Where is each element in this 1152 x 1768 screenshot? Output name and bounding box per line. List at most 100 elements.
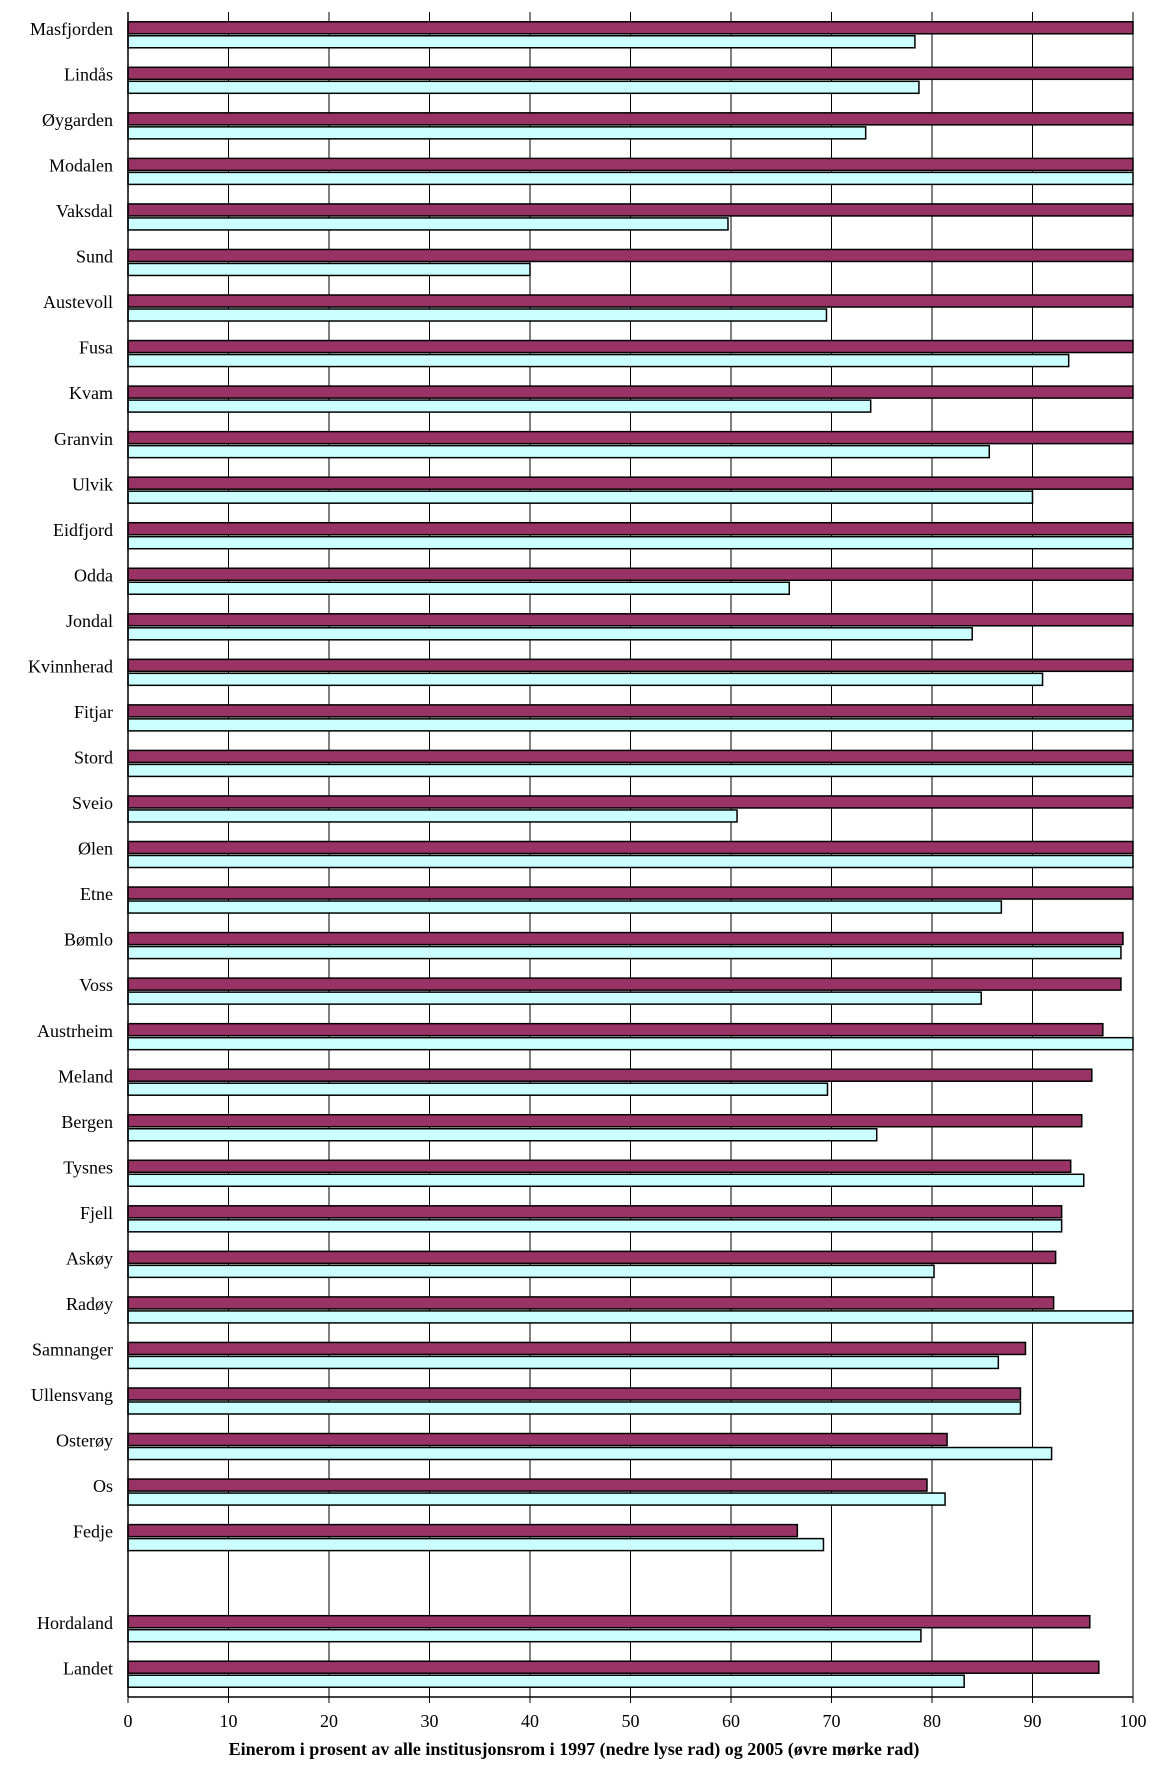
category-label: Austevoll: [43, 292, 113, 312]
x-tick-label: 40: [521, 1711, 539, 1731]
bar-1997: [127, 1674, 965, 1688]
bar-1997: [127, 945, 1122, 960]
category-label: Eidfjord: [53, 520, 113, 540]
bar-2005: [127, 1478, 928, 1492]
category-label: Ulvik: [72, 474, 113, 494]
x-tick-label: 50: [622, 1711, 640, 1731]
x-tick-label: 10: [220, 1711, 238, 1731]
bar-1997: [127, 1264, 935, 1279]
bar-2005: [127, 613, 1134, 627]
bar-1997: [127, 126, 867, 140]
bar-1997: [127, 399, 872, 413]
bar-1997: [127, 1492, 946, 1506]
bar-2005: [127, 112, 1134, 126]
bar-2005: [127, 521, 1134, 536]
bar-1997: [127, 1628, 922, 1643]
bar-1997: [127, 763, 1134, 778]
grid-lines: [228, 12, 1134, 1697]
bar-1997: [127, 627, 973, 641]
bar-1997: [127, 1401, 1022, 1415]
category-label: Voss: [79, 975, 113, 995]
bar-2005: [127, 1614, 1091, 1629]
category-label: Fusa: [79, 338, 113, 358]
category-label: Fitjar: [74, 702, 113, 722]
category-label: Modalen: [49, 156, 113, 176]
bar-2005: [127, 21, 1134, 35]
category-label: Sveio: [72, 793, 113, 813]
bar-1997: [127, 1127, 878, 1142]
category-label: Samnanger: [32, 1340, 113, 1360]
bar-1997: [127, 1355, 1000, 1370]
category-label: Askøy: [66, 1248, 113, 1268]
bar-2005: [127, 476, 1134, 490]
category-label: Ullensvang: [31, 1385, 113, 1405]
x-tick-label: 70: [823, 1711, 841, 1731]
bar-1997: [127, 672, 1044, 687]
bar-1997: [127, 1036, 1134, 1051]
bar-1997: [127, 1173, 1085, 1188]
bar-2005: [127, 1523, 799, 1538]
x-tick-label: 20: [320, 1711, 338, 1731]
bar-2005: [127, 1660, 1100, 1674]
bar-1997: [127, 490, 1034, 504]
bar-2005: [127, 1341, 1027, 1356]
bar-1997: [127, 308, 828, 322]
category-label: Lindås: [64, 64, 113, 84]
category-label: Stord: [74, 748, 113, 768]
category-label: Landet: [63, 1658, 113, 1678]
bar-1997: [127, 217, 729, 231]
bar-2005: [127, 1022, 1104, 1037]
category-label: Fedje: [73, 1522, 113, 1542]
x-tick-label: 100: [1120, 1711, 1147, 1731]
bar-1997: [127, 900, 1003, 914]
category-label: Vaksdal: [56, 201, 113, 221]
bar-2005: [127, 248, 1134, 263]
bar-1997: [127, 80, 920, 95]
x-axis-title: Einerom i prosent av alle institusjonsro…: [229, 1739, 920, 1760]
bar-1997: [127, 35, 916, 49]
bar-1997: [127, 1219, 1063, 1233]
category-label: Meland: [58, 1066, 113, 1086]
bar-1997: [127, 1537, 825, 1552]
x-tick-label: 60: [722, 1711, 740, 1731]
bar-1997: [127, 991, 982, 1005]
category-label: Sund: [76, 247, 113, 267]
category-label: Granvin: [54, 429, 113, 449]
bar-2005: [127, 1205, 1063, 1219]
bar-2005: [127, 886, 1134, 900]
category-label: Ølen: [78, 839, 113, 859]
category-label: Tysnes: [63, 1157, 113, 1177]
bar-2005: [127, 931, 1124, 946]
bar-2005: [127, 1387, 1022, 1401]
bar-1997: [127, 262, 531, 277]
bar-1997: [127, 171, 1134, 186]
category-label: Bømlo: [64, 930, 113, 950]
bar-2005: [127, 66, 1134, 81]
category-label: Radøy: [66, 1294, 113, 1314]
category-label: Etne: [80, 884, 113, 904]
bar-2005: [127, 704, 1134, 718]
bar-2005: [127, 795, 1134, 809]
bar-1997: [127, 1310, 1134, 1324]
bar-2005: [127, 658, 1134, 673]
bar-2005: [127, 294, 1134, 308]
bar-1997: [127, 809, 738, 823]
category-label: Masfjorden: [30, 19, 113, 39]
bar-2005: [127, 1250, 1057, 1265]
bar-1997: [127, 353, 1070, 368]
category-label: Bergen: [61, 1112, 113, 1132]
x-tick-label: 30: [421, 1711, 439, 1731]
category-label: Os: [93, 1476, 113, 1496]
category-label: Austrheim: [37, 1021, 113, 1041]
bar-1997: [127, 581, 791, 596]
category-label: Osterøy: [56, 1431, 113, 1451]
category-label: Hordaland: [37, 1613, 113, 1633]
bar-2005: [127, 339, 1134, 354]
x-tick-label: 80: [923, 1711, 941, 1731]
category-label: Jondal: [66, 611, 113, 631]
bar-2005: [127, 203, 1134, 217]
category-label: Fjell: [80, 1203, 113, 1223]
